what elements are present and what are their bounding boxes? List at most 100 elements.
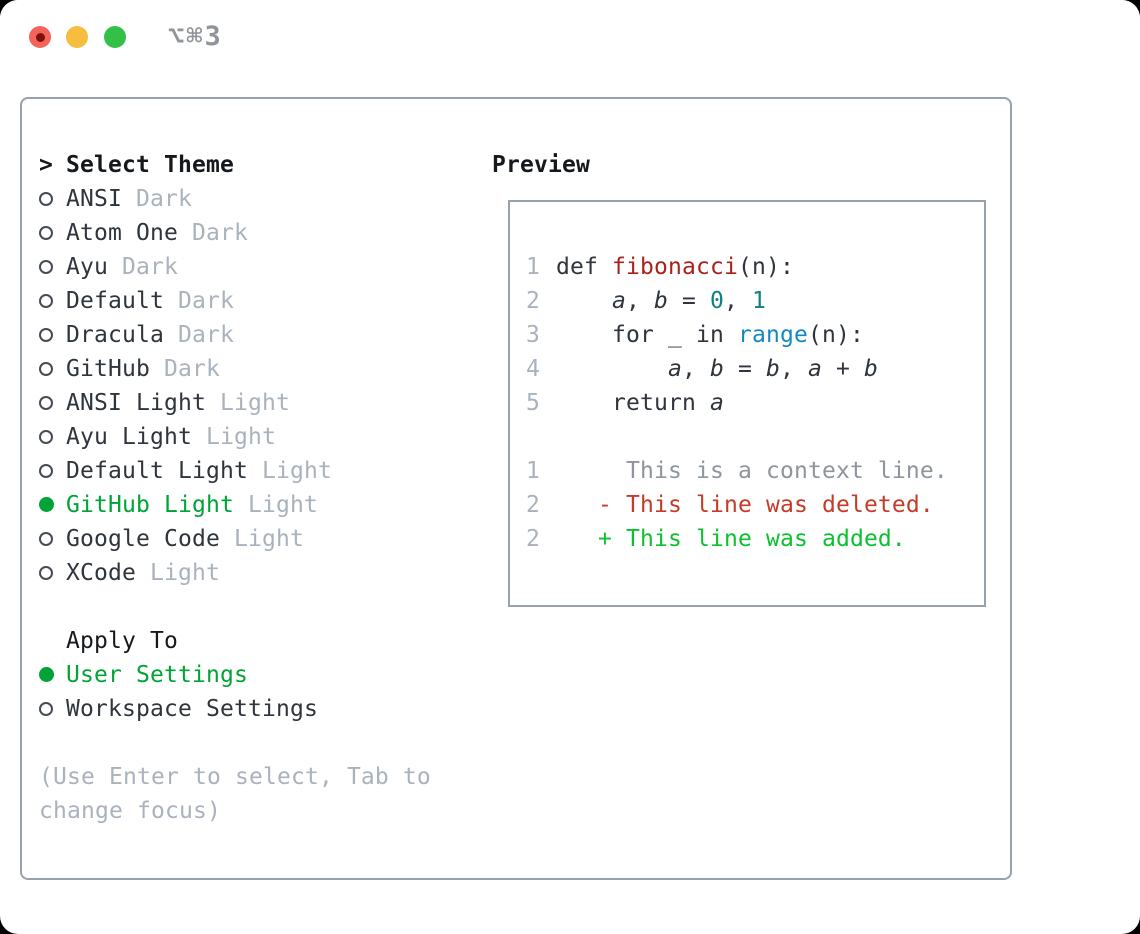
radio-icon xyxy=(39,692,66,726)
code-line: 1 def fibonacci(n): xyxy=(526,250,948,284)
theme-label: GitHub Dark xyxy=(66,352,220,386)
theme-variant: Dark xyxy=(108,254,178,280)
radio-icon xyxy=(39,284,66,318)
line-number: 2 xyxy=(526,288,540,314)
apply-option[interactable]: User Settings xyxy=(39,658,431,692)
radio-icon xyxy=(39,420,66,454)
theme-name: ANSI xyxy=(66,186,122,212)
theme-option[interactable]: ANSI Dark xyxy=(39,182,431,216)
theme-option[interactable]: GitHub Light Light xyxy=(39,488,431,522)
theme-variant: Light xyxy=(136,560,220,586)
code-text: - This line was deleted. xyxy=(556,492,934,518)
code-text: for _ in range(n): xyxy=(556,322,864,348)
theme-label: Dracula Dark xyxy=(66,318,234,352)
theme-option[interactable]: Dracula Dark xyxy=(39,318,431,352)
theme-option[interactable]: Default Dark xyxy=(39,284,431,318)
theme-variant: Light xyxy=(191,424,276,450)
code-line: 2 + This line was added. xyxy=(526,522,948,556)
theme-name: GitHub xyxy=(66,356,150,382)
code-line: 2 a, b = 0, 1 xyxy=(526,284,948,318)
radio-icon xyxy=(39,216,66,250)
code-text: This is a context line. xyxy=(556,458,948,484)
close-button[interactable] xyxy=(29,26,51,48)
code-text: return a xyxy=(556,390,724,416)
theme-label: ANSI Light Light xyxy=(66,386,290,420)
code-line: 2 - This line was deleted. xyxy=(526,488,948,522)
line-number: 2 xyxy=(526,492,540,518)
theme-list-title: Select Theme xyxy=(66,152,234,178)
apply-option[interactable]: Workspace Settings xyxy=(39,692,431,726)
code-text: a, b = 0, 1 xyxy=(612,288,766,314)
theme-option[interactable]: GitHub Dark xyxy=(39,352,431,386)
theme-label: Default Light Light xyxy=(66,454,332,488)
line-number xyxy=(526,420,556,454)
theme-label: Ayu Dark xyxy=(66,250,178,284)
theme-name: Atom One xyxy=(66,220,178,246)
line-number: 3 xyxy=(526,322,540,348)
zoom-button[interactable] xyxy=(104,26,126,48)
code-line: 3 for _ in range(n): xyxy=(526,318,948,352)
theme-variant: Dark xyxy=(177,220,248,246)
radio-icon xyxy=(39,386,66,420)
theme-variant: Dark xyxy=(163,288,234,314)
minimize-button[interactable] xyxy=(66,26,88,48)
apply-to-header: Apply To xyxy=(39,624,431,658)
line-number: 4 xyxy=(526,356,540,382)
theme-name: Default Light xyxy=(66,458,248,484)
radio-icon xyxy=(39,352,66,386)
window-title: ⌥⌘3 xyxy=(168,21,223,52)
theme-variant: Dark xyxy=(149,356,220,382)
theme-variant: Light xyxy=(219,526,304,552)
code-text: def fibonacci(n): xyxy=(556,254,794,280)
theme-option[interactable]: Atom One Dark xyxy=(39,216,431,250)
spacer xyxy=(39,726,431,760)
unsaved-dot-icon xyxy=(36,33,45,42)
hint-text: (Use Enter to select, Tab to xyxy=(39,764,431,790)
theme-label: Atom One Dark xyxy=(66,216,248,250)
theme-name: GitHub Light xyxy=(66,492,234,518)
theme-option[interactable]: Ayu Dark xyxy=(39,250,431,284)
theme-label: Ayu Light Light xyxy=(66,420,276,454)
apply-option-label: User Settings xyxy=(66,662,248,688)
theme-variant: Light xyxy=(247,458,332,484)
theme-label: ANSI Dark xyxy=(66,182,192,216)
theme-label: GitHub Light Light xyxy=(66,488,318,522)
code-line: 4 a, b = b, a + b xyxy=(526,352,948,386)
theme-variant: Dark xyxy=(163,322,234,348)
radio-icon xyxy=(39,318,66,352)
code-line: 1 This is a context line. xyxy=(526,454,948,488)
hint-text: change focus) xyxy=(39,798,221,824)
theme-name: Default xyxy=(66,288,164,314)
theme-option[interactable]: XCode Light xyxy=(39,556,431,590)
line-number: 2 xyxy=(526,526,540,552)
code-spacer xyxy=(526,420,948,454)
theme-variant: Dark xyxy=(122,186,192,212)
theme-label: Default Dark xyxy=(66,284,234,318)
titlebar: ⌥⌘3 xyxy=(0,0,1140,74)
line-number: 1 xyxy=(526,254,540,280)
theme-name: Ayu xyxy=(66,254,108,280)
radio-icon xyxy=(39,182,66,216)
prompt-caret-icon: > xyxy=(39,152,53,178)
radio-icon xyxy=(39,522,66,556)
radio-icon xyxy=(39,250,66,284)
theme-variant: Light xyxy=(205,390,290,416)
theme-name: Google Code xyxy=(66,526,220,552)
theme-option[interactable]: Ayu Light Light xyxy=(39,420,431,454)
theme-name: ANSI Light xyxy=(66,390,206,416)
theme-name: Dracula xyxy=(66,322,164,348)
theme-name: Ayu Light xyxy=(66,424,192,450)
theme-name: XCode xyxy=(66,560,136,586)
preview-title: Preview xyxy=(492,152,590,178)
theme-option[interactable]: Google Code Light xyxy=(39,522,431,556)
line-number: 5 xyxy=(526,390,540,416)
radio-selected-icon xyxy=(39,488,66,522)
theme-option[interactable]: ANSI Light Light xyxy=(39,386,431,420)
theme-option[interactable]: Default Light Light xyxy=(39,454,431,488)
line-number: 1 xyxy=(526,458,540,484)
